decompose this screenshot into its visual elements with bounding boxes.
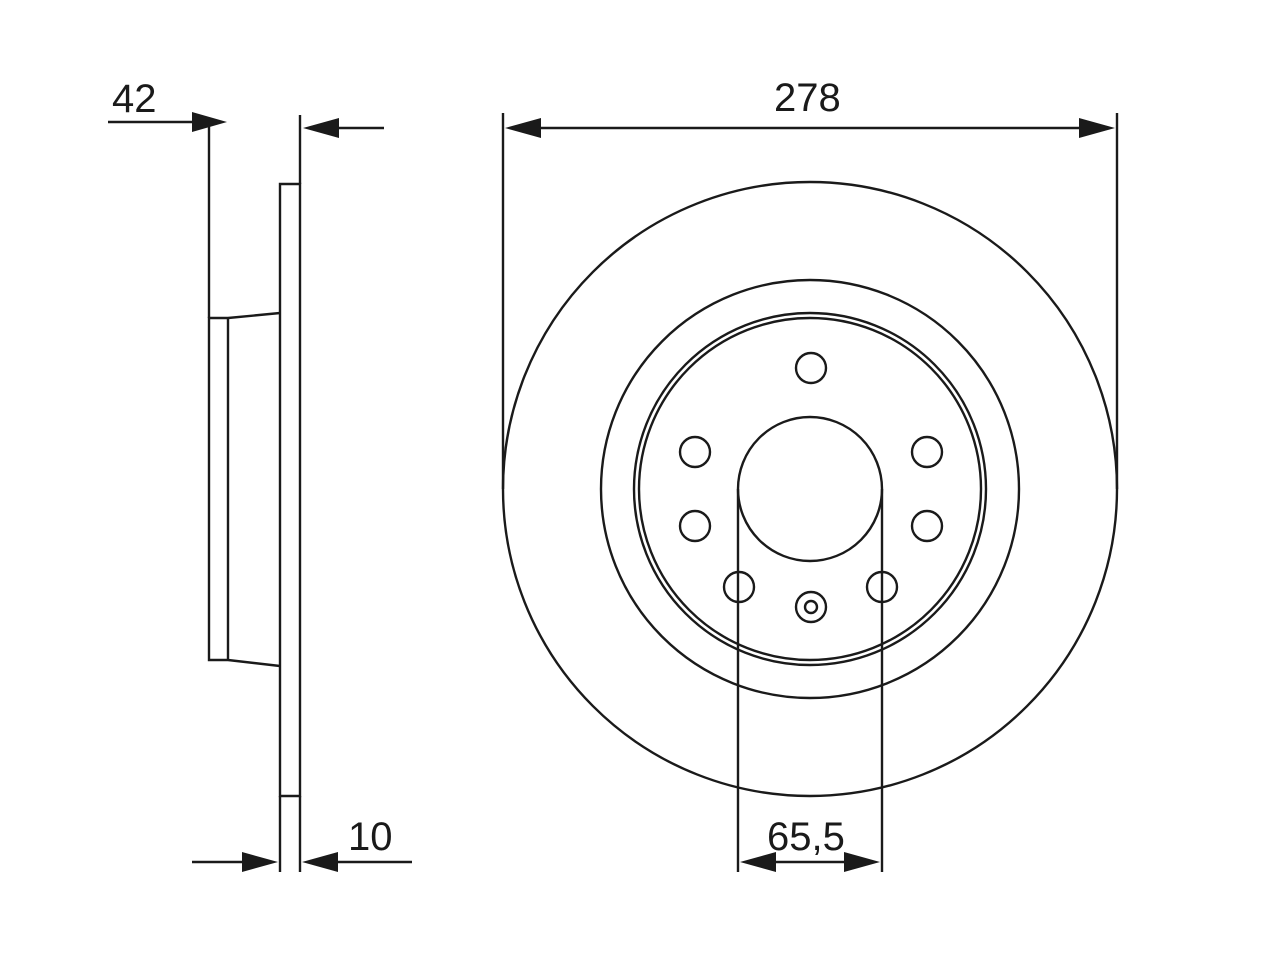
dimension-thickness: 10 xyxy=(192,815,412,872)
dim-278-arrow-right xyxy=(1079,118,1115,138)
front-view xyxy=(501,113,1119,872)
dim-65-5-arrow-left xyxy=(740,852,776,872)
dimension-outer-diameter: 278 xyxy=(505,76,1115,138)
dimension-hub-height: 42 xyxy=(108,77,384,138)
center-bore xyxy=(736,415,884,563)
set-screw-hole-outer xyxy=(794,590,828,624)
disc-outer-edge xyxy=(501,180,1119,798)
dim-42-arrow-right xyxy=(303,118,339,138)
dim-65-5-arrow-right xyxy=(844,852,880,872)
bolt-hole-upper-right xyxy=(910,435,944,469)
bolt-hole-lower-right xyxy=(910,509,944,543)
dim-278-arrow-left xyxy=(505,118,541,138)
bolt-hole-top xyxy=(794,351,828,385)
dim-10-arrow-left xyxy=(242,852,278,872)
side-view-disc-plate xyxy=(278,182,302,798)
dim-42-label: 42 xyxy=(112,77,157,121)
dim-10-label: 10 xyxy=(348,815,393,859)
dimension-center-bore: 65,5 xyxy=(740,815,880,872)
disc-friction-inner-edge xyxy=(599,278,1021,700)
side-view-hub xyxy=(207,311,281,668)
dim-278-label: 278 xyxy=(774,76,841,120)
set-screw-hole-inner xyxy=(803,599,819,615)
dim-65-5-label: 65,5 xyxy=(767,815,845,859)
hub-outer-ring xyxy=(632,311,988,667)
hub-inner-ring xyxy=(637,316,983,662)
side-view xyxy=(207,115,302,872)
bolt-hole-lower-left xyxy=(678,509,712,543)
dim-10-arrow-right xyxy=(302,852,338,872)
bolt-hole-upper-left xyxy=(678,435,712,469)
dim-42-arrow-left xyxy=(192,112,227,132)
